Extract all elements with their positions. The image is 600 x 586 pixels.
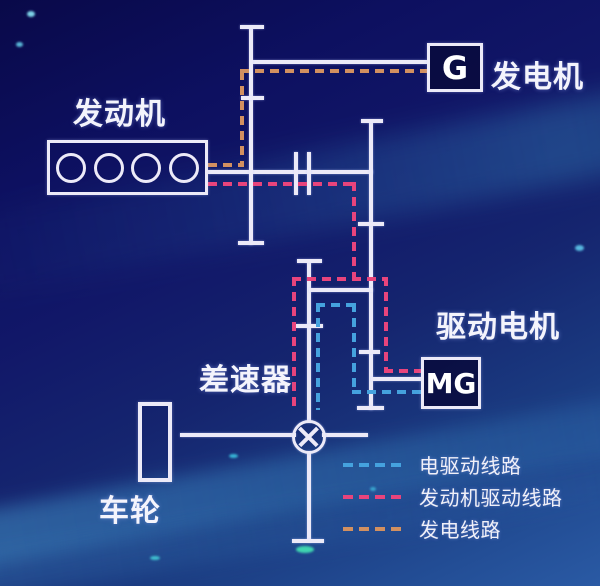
drive-motor-symbol: MG: [425, 366, 477, 400]
generator-label: 发电机: [491, 60, 584, 95]
background-speck: [296, 546, 314, 553]
legend-label: 发动机驱动线路: [419, 486, 563, 510]
motor-shaft-line: [371, 377, 423, 381]
legend-item-electric-drive: 电驱动线路: [343, 451, 563, 478]
engine-cylinders: [47, 140, 208, 195]
gear-shaft-2: [369, 121, 373, 410]
background-speck: [16, 42, 23, 47]
legend-label: 发电线路: [419, 518, 501, 542]
engine-drive-dash-swatch: [343, 494, 405, 499]
generation-dash-swatch: [343, 526, 405, 531]
axle-line-right: [322, 433, 368, 437]
generator-symbol: G: [441, 48, 469, 87]
clutch-plate-left: [294, 152, 298, 195]
engine-drive-line-top: [208, 182, 356, 186]
engine-drive-line-to-differential: [292, 277, 296, 410]
background-speck: [575, 245, 584, 251]
wheel-label: 车轮: [99, 494, 161, 529]
generation-line-to-generator: [240, 69, 427, 73]
background-speck: [150, 556, 160, 560]
legend: 电驱动线路 发动机驱动线路 发电线路: [343, 451, 563, 547]
electric-drive-line-right-drop: [352, 303, 356, 394]
engine-label: 发动机: [73, 97, 166, 132]
electric-drive-line-to-motor: [352, 390, 421, 394]
engine-drive-line-to-motor: [384, 369, 421, 373]
axle-line-left: [180, 433, 296, 437]
gear-shaft-3-top-cap: [297, 259, 322, 263]
engine-cylinder-icon: [93, 152, 124, 183]
engine-cylinder-icon: [131, 152, 162, 183]
engine-box: [47, 140, 208, 195]
gear-shaft-3-mesh-tick: [296, 324, 323, 328]
gear-shaft-1-mesh-tick: [241, 96, 264, 100]
background-speck: [27, 11, 35, 17]
gear-shaft-2-mesh-tick: [359, 350, 380, 354]
engine-cylinder-icon: [56, 152, 87, 183]
gear-shaft-2-top-cap: [361, 119, 383, 123]
legend-item-generation: 发电线路: [343, 515, 563, 542]
differential-label: 差速器: [199, 363, 292, 398]
electric-drive-line-to-differential: [316, 303, 320, 410]
generation-line-riser: [240, 71, 244, 167]
generation-line-engine-segment: [208, 163, 244, 167]
differential-icon: [292, 420, 326, 454]
legend-item-engine-drive: 发动机驱动线路: [343, 483, 563, 510]
background-speck: [229, 454, 238, 458]
generator-box: G: [427, 43, 483, 92]
clutch-plate-right: [307, 152, 311, 195]
gear-shaft-1-bottom-cap: [238, 241, 264, 245]
engine-cylinder-icon: [168, 152, 199, 183]
gear-shaft-1-top-cap: [240, 25, 264, 29]
engine-drive-line-cross: [292, 277, 388, 281]
generator-shaft-line: [252, 60, 427, 64]
drive-motor-label: 驱动电机: [436, 310, 560, 345]
gear-shaft-2-mesh-tick: [358, 222, 384, 226]
engine-drive-line-right-drop: [384, 277, 388, 373]
gear-shaft-2-bottom-cap: [357, 406, 384, 410]
drive-motor-box: MG: [421, 357, 481, 409]
gear-link-line: [309, 288, 373, 292]
electric-drive-dash-swatch: [343, 462, 405, 467]
axle-line-down: [307, 451, 311, 542]
electric-drive-line-cross: [316, 303, 356, 307]
gear-shaft-1: [249, 27, 253, 245]
engine-drive-line-drop: [352, 182, 356, 281]
wheel-icon: [138, 402, 172, 482]
legend-label: 电驱动线路: [419, 454, 522, 478]
axle-bottom-cap: [292, 539, 324, 543]
gear-shaft-3: [307, 261, 311, 423]
engine-output-shaft-line: [208, 170, 373, 174]
